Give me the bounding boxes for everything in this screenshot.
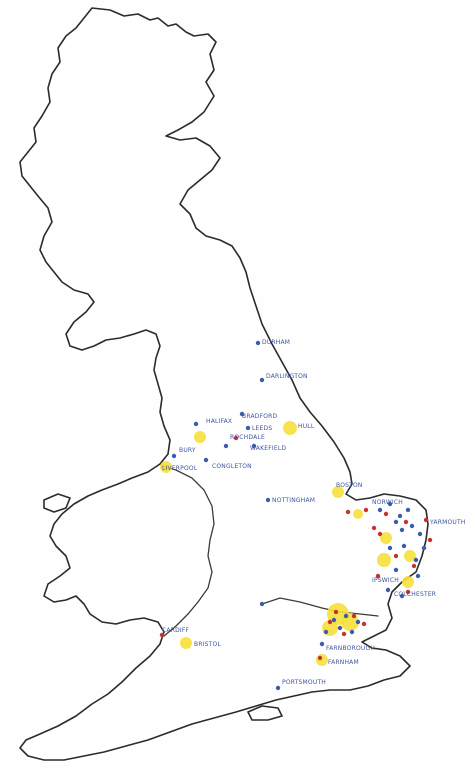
red-dot-14 bbox=[341, 631, 347, 637]
place-label-hull: HULL bbox=[298, 423, 315, 430]
blue-dot-26 bbox=[343, 613, 349, 619]
red-dot-19 bbox=[427, 537, 433, 543]
place-label-bristol: BRISTOL bbox=[194, 641, 221, 648]
red-dot-15 bbox=[351, 613, 357, 619]
blue-dot-3 bbox=[239, 411, 245, 417]
place-label-bury: BURY bbox=[179, 447, 196, 454]
great-britain-outline bbox=[19, 7, 429, 761]
blue-dot-28 bbox=[323, 629, 329, 635]
place-label-congleton: CONGLETON bbox=[212, 463, 252, 470]
dot-layer bbox=[159, 340, 433, 691]
blue-dot-14 bbox=[409, 523, 415, 529]
blue-dot-34 bbox=[377, 507, 383, 513]
blue-dot-23 bbox=[399, 593, 405, 599]
place-label-norwich: NORWICH bbox=[372, 499, 403, 506]
place-label-nottingham: NOTTINGHAM bbox=[272, 497, 315, 504]
blue-dot-10 bbox=[397, 513, 403, 519]
landmass bbox=[19, 7, 429, 761]
highlight-layer bbox=[160, 421, 416, 666]
place-label-cardiff: CARDIFF bbox=[162, 627, 190, 634]
red-dot-17 bbox=[317, 655, 323, 661]
red-dot-1 bbox=[159, 632, 165, 638]
blue-dot-7 bbox=[251, 443, 257, 449]
place-label-rochdale: ROCHDALE bbox=[230, 434, 265, 441]
red-dot-4 bbox=[383, 511, 389, 517]
blue-dot-8 bbox=[203, 457, 209, 463]
yellow-highlight-4 bbox=[353, 509, 363, 519]
place-label-bradford: BRADFORD bbox=[242, 413, 278, 420]
blue-dot-19 bbox=[393, 567, 399, 573]
blue-dot-31 bbox=[275, 685, 281, 691]
red-dot-6 bbox=[403, 519, 409, 525]
place-label-liverpool: LIVERPOOL bbox=[162, 465, 198, 472]
blue-dot-11 bbox=[405, 507, 411, 513]
place-label-yarmouth: YARMOUTH bbox=[429, 519, 466, 526]
red-dot-3 bbox=[363, 507, 369, 513]
blue-dot-32 bbox=[259, 601, 265, 607]
red-dot-12 bbox=[405, 589, 411, 595]
blue-dot-22 bbox=[385, 587, 391, 593]
place-label-durham: DURHAM bbox=[262, 339, 290, 346]
place-label-ipswich: IPSWICH bbox=[372, 577, 399, 584]
place-label-halifax: HALIFAX bbox=[206, 418, 232, 425]
blue-dot-29 bbox=[355, 619, 361, 625]
red-dot-0 bbox=[233, 435, 239, 441]
blue-dot-1 bbox=[259, 377, 265, 383]
blue-dot-24 bbox=[331, 617, 337, 623]
yellow-highlight-13 bbox=[316, 654, 328, 666]
red-dot-8 bbox=[377, 531, 383, 537]
yellow-highlight-2 bbox=[283, 421, 297, 435]
red-dot-7 bbox=[423, 517, 429, 523]
place-label-leeds: LEEDS bbox=[252, 425, 272, 432]
place-label-wakefield: WAKEFIELD bbox=[250, 445, 286, 452]
blue-dot-21 bbox=[421, 545, 427, 551]
blue-dot-17 bbox=[401, 543, 407, 549]
yellow-highlight-5 bbox=[380, 532, 392, 544]
place-label-portsmouth: PORTSMOUTH bbox=[282, 679, 326, 686]
yellow-highlight-0 bbox=[194, 431, 206, 443]
isle-of-wight-outline bbox=[247, 705, 283, 721]
blue-dot-15 bbox=[417, 531, 423, 537]
label-layer: DURHAM DARLINGTON HALIFAX BRADFORD LEEDS… bbox=[162, 339, 466, 686]
red-dot-11 bbox=[375, 573, 381, 579]
blue-dot-20 bbox=[415, 573, 421, 579]
red-dot-2 bbox=[345, 509, 351, 515]
blue-dot-18 bbox=[413, 557, 419, 563]
blue-dot-25 bbox=[337, 625, 343, 631]
yellow-highlight-8 bbox=[402, 576, 414, 588]
yellow-highlight-12 bbox=[180, 637, 192, 649]
yellow-highlight-1 bbox=[160, 461, 172, 473]
blue-dot-13 bbox=[399, 527, 405, 533]
blue-dot-12 bbox=[393, 519, 399, 525]
yellow-highlight-7 bbox=[377, 553, 391, 567]
red-dot-9 bbox=[393, 553, 399, 559]
thames-line bbox=[261, 597, 379, 617]
blue-dot-6 bbox=[223, 443, 229, 449]
place-label-colchester: COLCHESTER bbox=[394, 591, 436, 598]
red-dot-18 bbox=[361, 621, 367, 627]
wales-england-border bbox=[161, 465, 215, 637]
place-label-darlington: DARLINGTON bbox=[266, 373, 308, 380]
red-dot-13 bbox=[333, 609, 339, 615]
blue-dot-4 bbox=[245, 425, 251, 431]
blue-dot-33 bbox=[387, 501, 393, 507]
blue-dot-16 bbox=[387, 545, 393, 551]
place-label-farnborough: FARNBOROUGH bbox=[326, 645, 375, 652]
red-dot-5 bbox=[371, 525, 377, 531]
place-label-boston: BOSTON bbox=[336, 482, 363, 489]
place-label-farnham: FARNHAM bbox=[328, 659, 359, 666]
red-dot-10 bbox=[411, 563, 417, 569]
anglesey-outline bbox=[43, 493, 71, 513]
blue-dot-27 bbox=[349, 629, 355, 635]
blue-dot-5 bbox=[171, 453, 177, 459]
blue-dot-2 bbox=[193, 421, 199, 427]
blue-dot-30 bbox=[319, 641, 325, 647]
yellow-highlight-6 bbox=[404, 550, 416, 562]
yellow-highlight-3 bbox=[332, 486, 344, 498]
red-dot-16 bbox=[327, 619, 333, 625]
blue-dot-0 bbox=[255, 340, 261, 346]
blue-dot-9 bbox=[265, 497, 271, 503]
